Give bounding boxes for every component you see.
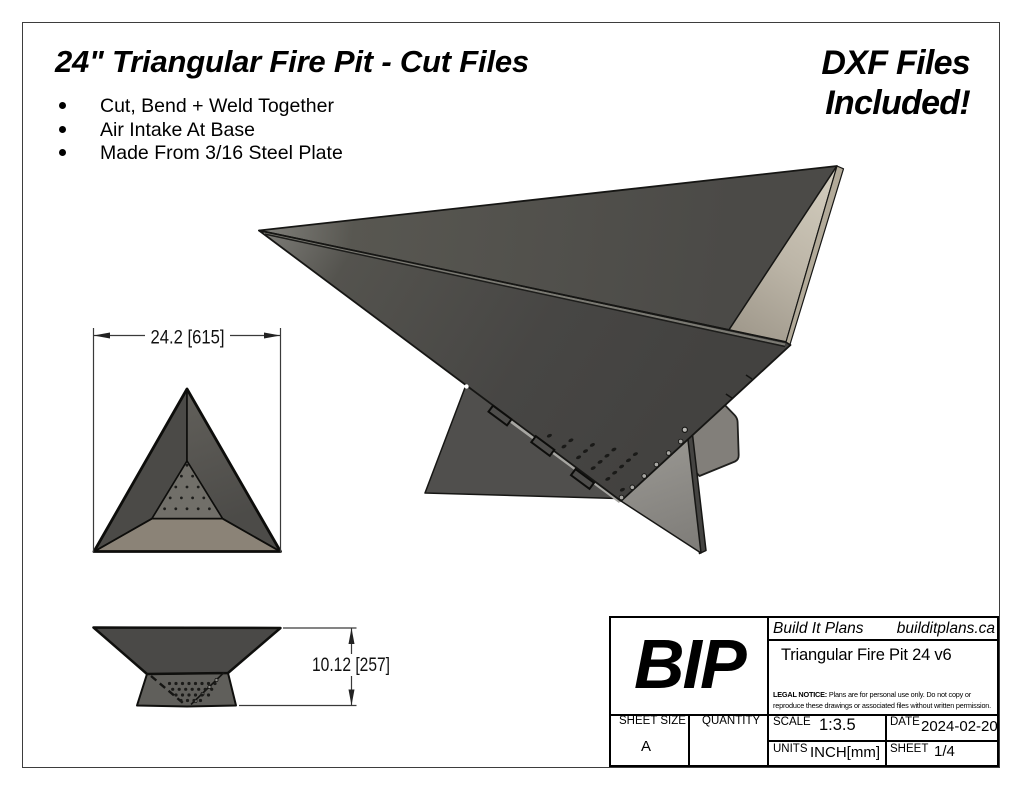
- svg-text:10.12 [257]: 10.12 [257]: [312, 655, 390, 676]
- svg-text:24.2 [615]: 24.2 [615]: [151, 328, 225, 349]
